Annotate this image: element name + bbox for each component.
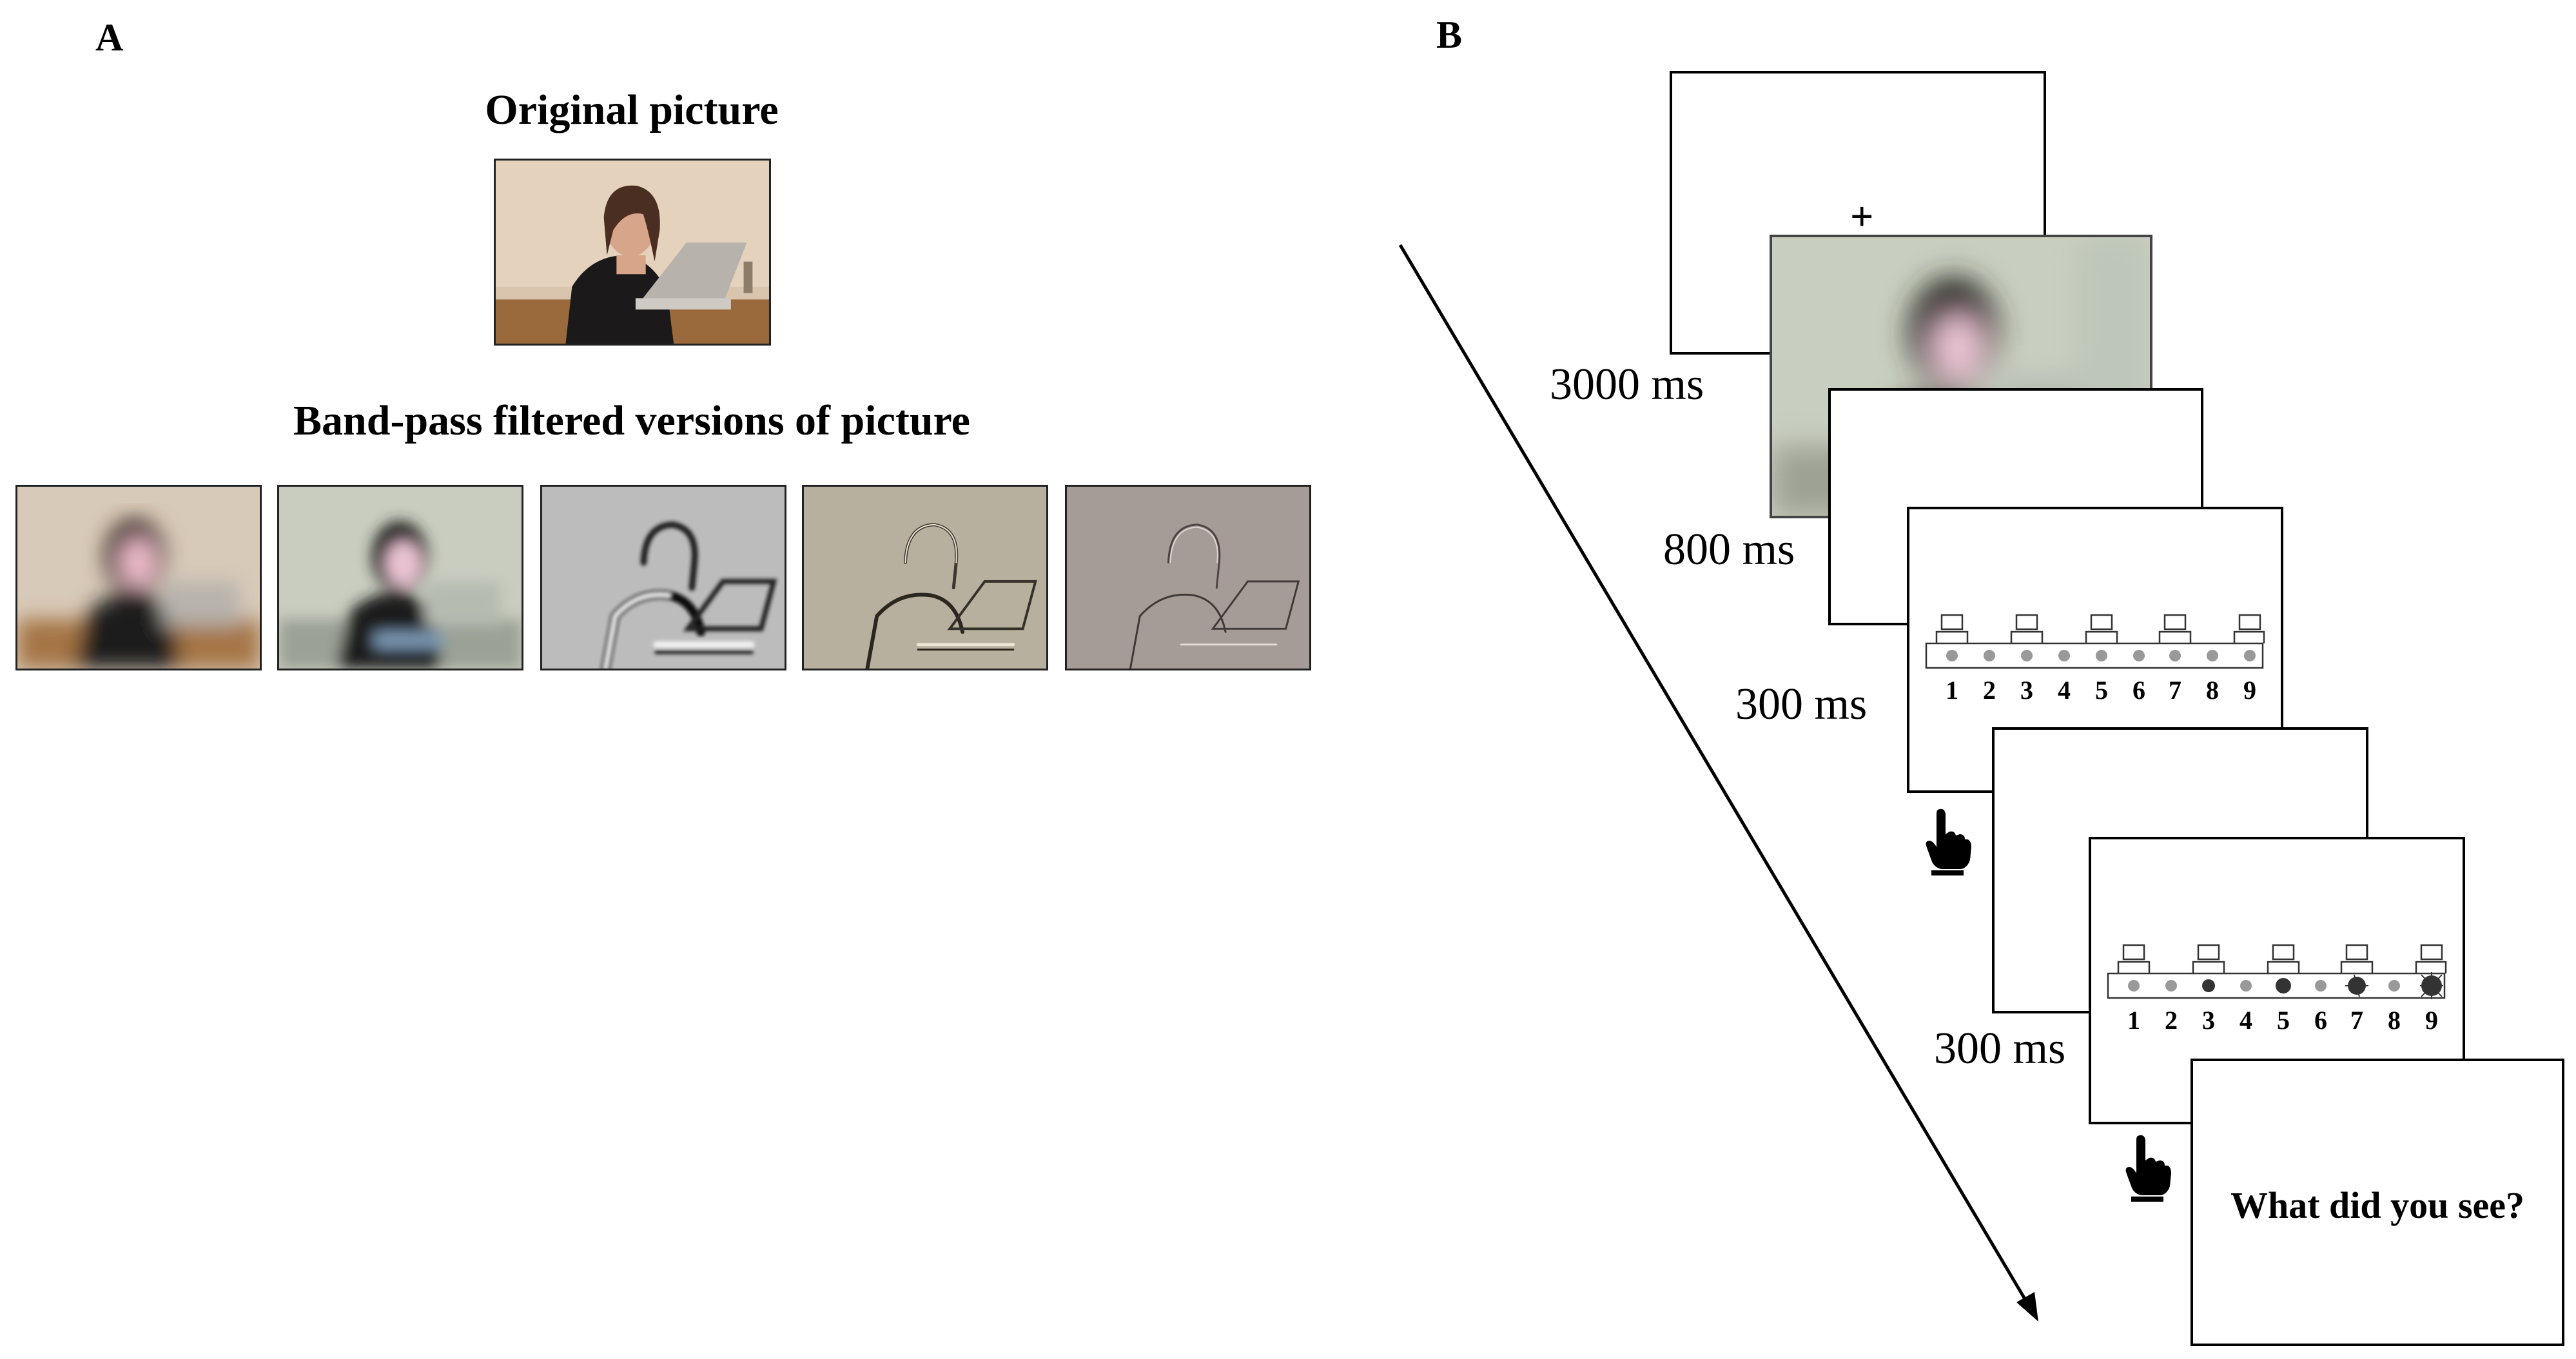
fixation-cross: + [1850,193,1874,239]
hand-pointer-icon [1926,808,1971,875]
timing-label-fixation: 3000 ms [1550,360,1704,409]
question-text: What did you see? [2230,1184,2524,1226]
scale-number: 7 [2350,1006,2363,1035]
scale-number: 6 [2132,676,2145,705]
arrow-icon [1398,244,2038,1322]
woman-at-laptop-photo [496,161,769,344]
scale-number: 3 [2202,1006,2215,1035]
scale-number: 1 [1946,676,1958,705]
scale-number: 2 [1983,676,1996,705]
high-frequency-image [1067,487,1309,669]
panel-b-label: B [1436,14,1463,56]
scale-number: 7 [2169,676,2181,705]
scale-number: 6 [2314,1006,2327,1035]
timing-label-picture: 800 ms [1663,525,1795,574]
manikin-scale-2 [2107,944,2447,999]
scale-numbers-1: 1 2 3 4 5 6 7 8 9 [1946,676,2256,705]
panel-a-label: A [95,16,124,59]
low-frequency-blur-image [17,487,260,669]
scale-number: 2 [2165,1006,2178,1035]
filtered-picture-2 [277,485,523,670]
scale-number: 3 [2020,676,2033,705]
mid-frequency-image [542,487,785,669]
scale-number: 8 [2206,676,2219,705]
filtered-versions-title: Band-pass filtered versions of picture [293,397,970,444]
hand-pointer-icon [2125,1135,2171,1202]
filtered-picture-5 [1065,485,1311,670]
scale-number: 8 [2388,1006,2401,1035]
filtered-picture-3 [540,485,786,670]
filtered-picture-1 [15,485,262,670]
scale-number: 5 [2095,676,2108,705]
scale-number: 9 [2425,1006,2438,1035]
scale-number: 1 [2127,1006,2140,1035]
scale-number: 5 [2277,1006,2290,1035]
timing-label-blank-1: 300 ms [1735,680,1868,729]
timing-label-blank-2: 300 ms [1934,1024,2066,1073]
question-screen: What did you see? [2191,1059,2564,1346]
filtered-picture-4 [802,485,1048,670]
low-mid-frequency-image [279,487,522,669]
original-picture [494,159,771,346]
manikin-scale-1 [1925,614,2265,669]
high-mid-frequency-image [804,487,1046,669]
scale-number: 4 [2058,676,2071,705]
original-picture-title: Original picture [485,86,779,133]
scale-number: 9 [2243,676,2256,705]
scale-number: 4 [2239,1006,2252,1035]
scale-numbers-2: 1 2 3 4 5 6 7 8 9 [2127,1006,2438,1035]
